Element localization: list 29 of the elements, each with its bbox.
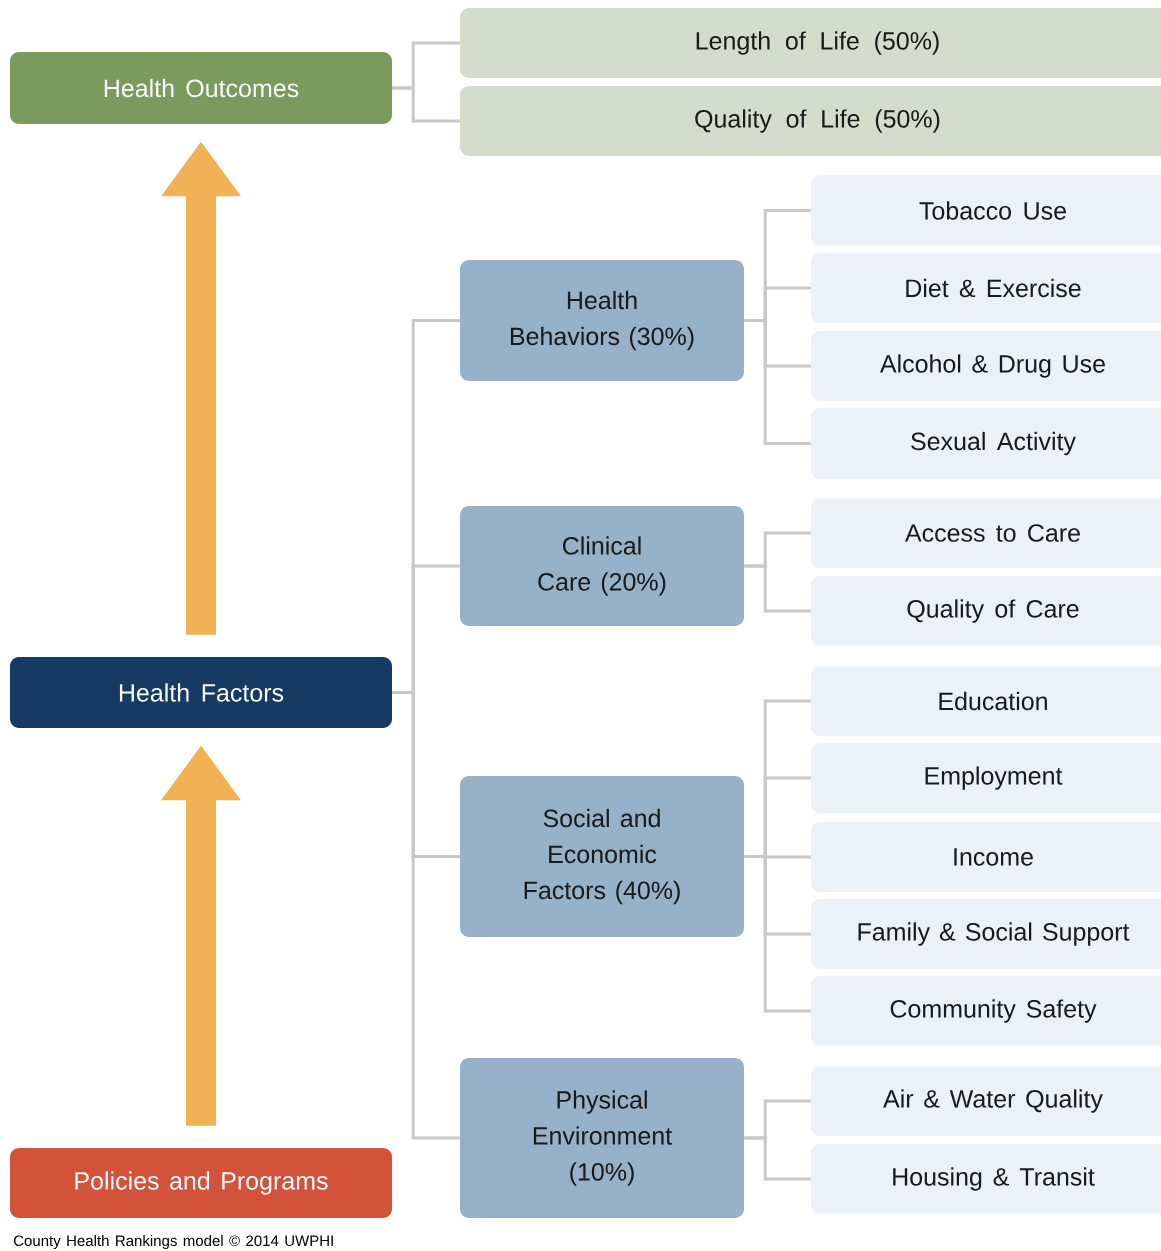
category-box: Social and Economic Factors (40%) [460,776,744,937]
factor-box: Alcohol & Drug Use [811,331,1161,401]
factor-box: Income [811,822,1161,892]
connector-line [744,319,811,445]
measure-box: Quality of Life (50%) [460,86,1161,156]
factor-box: Education [811,666,1161,736]
factor-box: Access to Care [811,498,1161,568]
category-box: Physical Environment (10%) [460,1058,744,1218]
factor-box: Air & Water Quality [811,1066,1161,1136]
factor-box: Housing & Transit [811,1144,1161,1214]
policy-box: Policies and Programs [10,1148,392,1218]
factor-box: Tobacco Use [811,175,1161,246]
measure-box: Length of Life (50%) [460,8,1161,78]
category-box: Health Behaviors (30%) [460,260,744,381]
factor-box: Diet & Exercise [811,253,1161,323]
factor-box: Quality of Care [811,576,1161,646]
connector-line [744,855,811,1013]
factor-box: Family & Social Support [811,899,1161,969]
connector-line [392,86,460,123]
category-box: Clinical Care (20%) [460,506,744,626]
connector-line [744,1136,811,1181]
outcome-box: Health Outcomes [10,52,392,124]
connector-line [392,691,460,1140]
factor-box: Community Safety [811,976,1161,1046]
caption: County Health Rankings model © 2014 UWPHI [13,1235,333,1249]
connector-line [744,564,811,613]
factors-box: Health Factors [10,657,392,728]
factor-box: Sexual Activity [811,408,1161,479]
factor-box: Employment [811,743,1161,813]
